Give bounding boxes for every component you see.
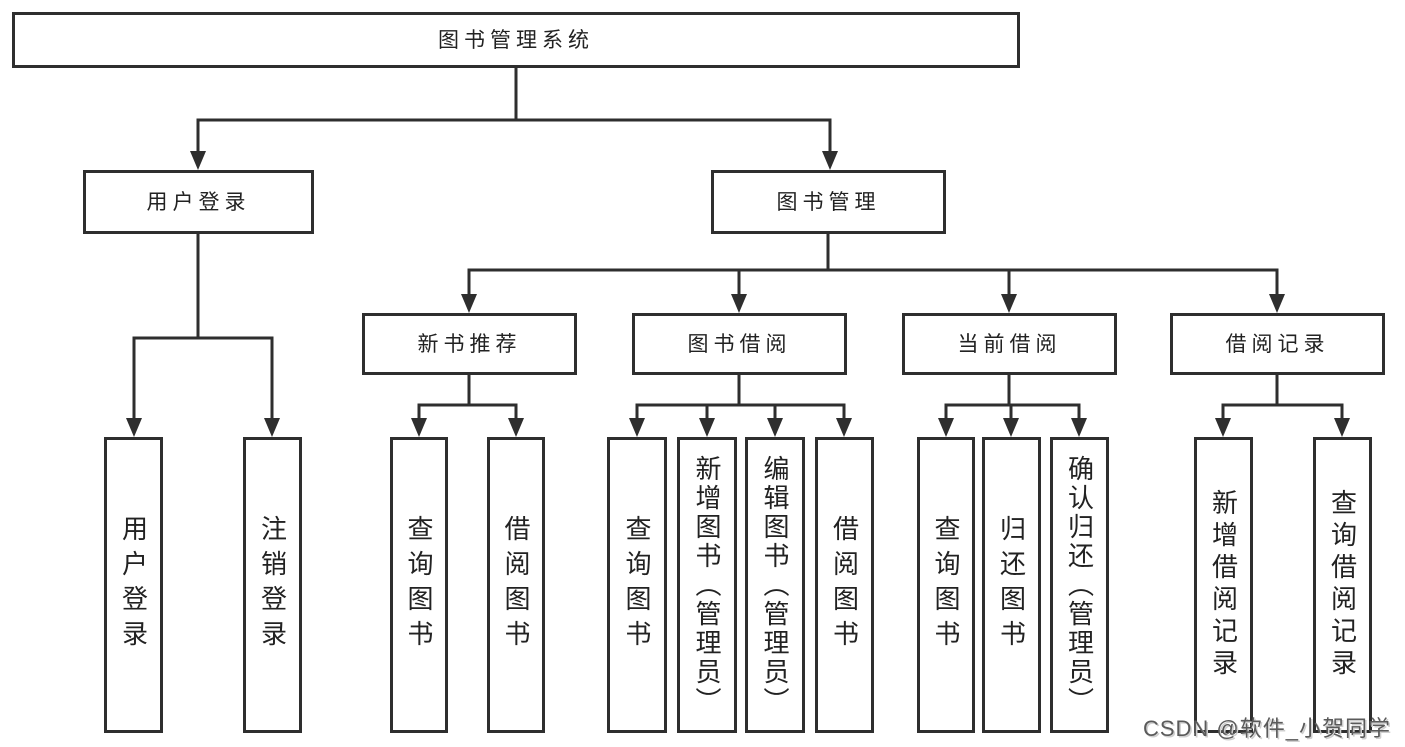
- leaf-label: 查询图书: [622, 515, 652, 655]
- node-label: 借阅记录: [1225, 332, 1330, 356]
- leaf-label: 编辑图书（管理员）: [760, 454, 790, 716]
- node-current-borrowing: 当前借阅: [902, 313, 1117, 375]
- leaf-query-books-current: 查询图书: [917, 437, 975, 733]
- arrowhead-icon: [767, 418, 783, 437]
- node-label: 新书推荐: [417, 332, 522, 356]
- connector-root: [196, 66, 832, 155]
- arrowhead-icon: [190, 151, 206, 170]
- leaf-add-borrow-record: 新增借阅记录: [1194, 437, 1253, 733]
- node-book-management: 图书管理: [711, 170, 946, 234]
- connector-current-borrowing: [944, 373, 1081, 422]
- leaf-borrow-books: 借阅图书: [815, 437, 874, 733]
- node-root: 图书管理系统: [12, 12, 1020, 68]
- leaf-label: 新增借阅记录: [1208, 489, 1239, 681]
- arrowhead-icon: [699, 418, 715, 437]
- node-label: 图书借阅: [687, 332, 792, 356]
- connector-borrowing-records: [1221, 373, 1344, 422]
- node-user-login: 用户登录: [83, 170, 314, 234]
- node-book-borrowing: 图书借阅: [632, 313, 847, 375]
- leaf-label: 查询借阅记录: [1327, 489, 1358, 681]
- arrowhead-icon: [836, 418, 852, 437]
- arrowhead-icon: [1001, 294, 1017, 313]
- arrowhead-icon: [126, 418, 142, 437]
- leaf-edit-books-admin: 编辑图书（管理员）: [745, 437, 805, 733]
- connector-user-login: [132, 232, 274, 422]
- connector-book-borrowing: [635, 373, 846, 422]
- leaf-confirm-return-admin: 确认归还（管理员）: [1050, 437, 1109, 733]
- node-borrowing-records: 借阅记录: [1170, 313, 1385, 375]
- node-label: 图书管理: [776, 190, 881, 214]
- leaf-label: 查询图书: [931, 515, 961, 655]
- leaf-borrow-books-recommend: 借阅图书: [487, 437, 545, 733]
- arrowhead-icon: [508, 418, 524, 437]
- arrowhead-icon: [1071, 418, 1087, 437]
- arrowhead-icon: [411, 418, 427, 437]
- leaf-query-books-recommend: 查询图书: [390, 437, 448, 733]
- leaf-query-borrow-record: 查询借阅记录: [1313, 437, 1372, 733]
- connector-new-book-recommend: [417, 373, 518, 422]
- arrowhead-icon: [461, 294, 477, 313]
- leaf-add-books-admin: 新增图书（管理员）: [677, 437, 737, 733]
- arrowhead-icon: [731, 294, 747, 313]
- node-label: 用户登录: [146, 190, 251, 214]
- node-label: 图书管理系统: [438, 28, 594, 52]
- arrowhead-icon: [1334, 418, 1350, 437]
- arrowhead-icon: [1003, 418, 1019, 437]
- leaf-query-books-borrow: 查询图书: [607, 437, 667, 733]
- arrowhead-icon: [264, 418, 280, 437]
- leaf-label: 查询图书: [404, 515, 434, 655]
- leaf-label: 借阅图书: [829, 515, 860, 655]
- arrowhead-icon: [822, 151, 838, 170]
- node-new-book-recommend: 新书推荐: [362, 313, 577, 375]
- leaf-label: 新增图书（管理员）: [692, 454, 722, 716]
- leaf-user-login: 用户登录: [104, 437, 163, 733]
- leaf-label: 注销登录: [257, 515, 288, 655]
- connector-book-management: [467, 232, 1279, 298]
- arrowhead-icon: [629, 418, 645, 437]
- leaf-label: 归还图书: [996, 515, 1027, 655]
- node-label: 当前借阅: [957, 332, 1062, 356]
- watermark-text: CSDN @软件_小贺同学: [1142, 716, 1391, 741]
- leaf-label: 用户登录: [118, 515, 149, 655]
- arrowhead-icon: [1215, 418, 1231, 437]
- leaf-label: 确认归还（管理员）: [1064, 454, 1095, 716]
- arrowhead-icon: [938, 418, 954, 437]
- leaf-logout: 注销登录: [243, 437, 302, 733]
- arrowhead-icon: [1269, 294, 1285, 313]
- leaf-label: 借阅图书: [501, 515, 531, 655]
- leaf-return-books: 归还图书: [982, 437, 1041, 733]
